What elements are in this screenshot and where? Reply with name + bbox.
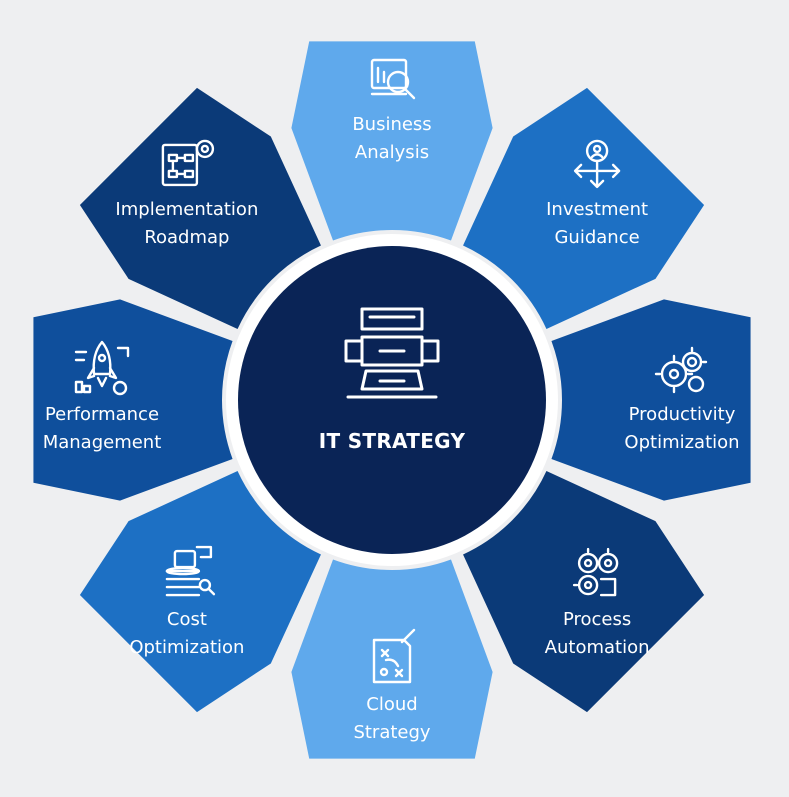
analysis-magnifier-icon [370, 58, 416, 100]
investment-person-arrows-icon [573, 139, 621, 189]
segment-label-business-analysis-2: Analysis [355, 142, 429, 163]
segment-label-productivity-optimization-2: Optimization [624, 432, 739, 453]
segment-shape-business-analysis [291, 41, 493, 241]
segment-shape-investment-guidance [463, 87, 705, 329]
center-title: IT STRATEGY [319, 429, 466, 453]
segment-label-performance-management-1: Performance [45, 404, 159, 425]
segment-label-cost-optimization-1: Cost [167, 609, 207, 630]
segment-label-implementation-roadmap-2: Roadmap [144, 227, 229, 248]
segment-label-process-automation-1: Process [563, 609, 631, 630]
segment-shape-performance-management [33, 299, 233, 501]
cost-coins-icon [165, 545, 216, 597]
segment-label-cloud-strategy-1: Cloud [366, 694, 417, 715]
performance-rocket-icon [74, 340, 130, 396]
roadmap-flowchart-icon [161, 139, 215, 187]
segment-label-investment-guidance-2: Guidance [554, 227, 639, 248]
segment-shape-implementation-roadmap [79, 87, 321, 329]
cloud-strategy-board-icon [372, 628, 416, 684]
segment-label-productivity-optimization-1: Productivity [629, 404, 736, 425]
segment-label-implementation-roadmap-1: Implementation [115, 199, 258, 220]
segment-label-cloud-strategy-2: Strategy [353, 722, 430, 743]
segment-label-cost-optimization-2: Optimization [129, 637, 244, 658]
hub-circle [238, 246, 546, 554]
segment-label-process-automation-2: Automation [545, 637, 650, 658]
segment-label-business-analysis-1: Business [352, 114, 431, 135]
segment-label-performance-management-2: Management [43, 432, 162, 453]
segment-shape-productivity-optimization [551, 299, 751, 501]
productivity-gears-icon [654, 346, 708, 394]
computer-workstation-icon [344, 307, 440, 399]
segment-shape-cost-optimization [79, 471, 321, 713]
segment-label-investment-guidance-1: Investment [546, 199, 648, 220]
process-gears-icon [572, 547, 619, 597]
